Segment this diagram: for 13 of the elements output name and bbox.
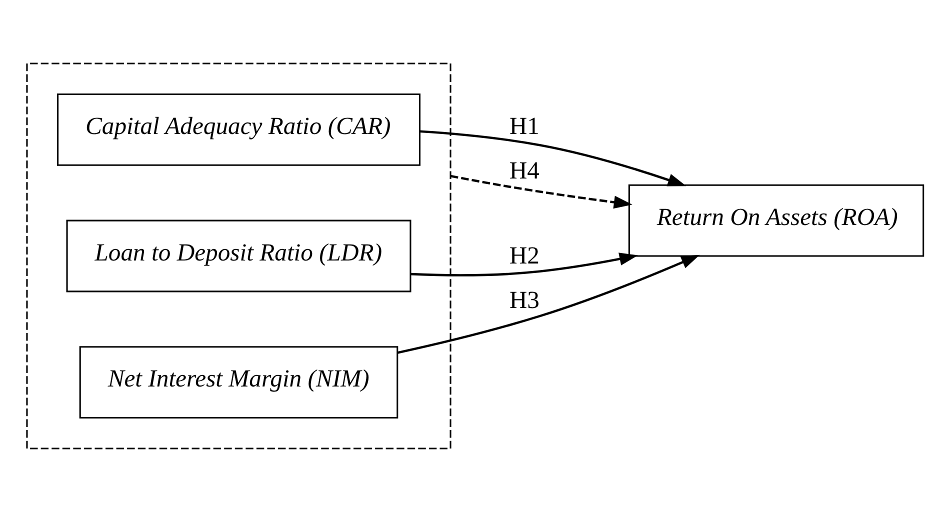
node-box: Loan to Deposit Ratio (LDR): [66, 220, 412, 292]
node-box: Net Interest Margin (NIM): [79, 346, 398, 418]
arrow: [450, 174, 632, 209]
cluster: [26, 62, 452, 450]
arrow: [397, 254, 700, 354]
arrow: [420, 130, 686, 186]
arrow: [410, 252, 638, 276]
node-box: Return On Assets (ROA): [628, 184, 924, 257]
edge-label: H2: [509, 242, 540, 270]
node-box: Capital Adequacy Ratio (CAR): [57, 94, 420, 166]
edge-label: H4: [509, 158, 540, 185]
edge-label: H3: [509, 287, 540, 314]
edge-label: H1: [509, 113, 540, 140]
